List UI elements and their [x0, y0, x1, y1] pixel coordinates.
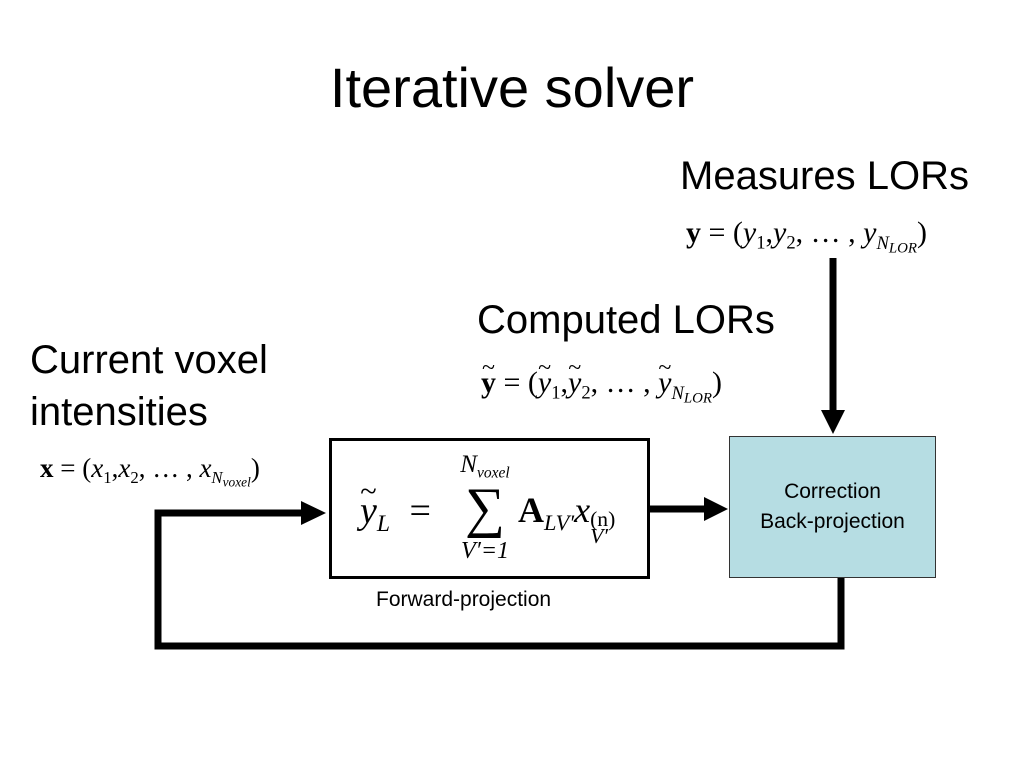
slide-title: Iterative solver [329, 56, 695, 119]
sum-lower-limit: V′=1 [460, 538, 510, 564]
correction-label: Correction [784, 479, 881, 503]
feedback-arrowhead [301, 501, 326, 525]
backprojection-label: Back-projection [760, 510, 905, 533]
measured-lors-heading: Measures LORs [680, 154, 969, 198]
measured-arrowhead [821, 410, 845, 434]
forward-rhs: ALV′x(n)V′ [518, 490, 616, 548]
measured-vector-symbol: y [686, 216, 701, 249]
forward-projection-box [329, 438, 650, 579]
voxel-vector-symbol: x [40, 453, 54, 483]
measured-lors-equation: y = (y1,y2, … , yNLOR) [686, 216, 928, 257]
feedback-loop-line [154, 509, 845, 650]
computed-lors-equation: y = (y1,y2, … , yNLOR) [481, 356, 722, 406]
current-voxel-equation: x = (x1,x2, … , xNvoxel) [40, 453, 260, 490]
correction-backprojection-box: Correction Back-projection [729, 436, 936, 578]
sum-upper-limit: Nvoxel [460, 451, 510, 482]
forward-lhs: yL = [360, 476, 431, 536]
computed-vector-symbol: y [481, 356, 496, 398]
current-voxel-heading: Current voxel intensities [30, 338, 268, 434]
summation-symbol: ∑ [465, 477, 505, 539]
forward-projection-caption: Forward-projection [376, 588, 552, 611]
computed-lors-heading: Computed LORs [477, 298, 775, 342]
forward-arrowhead [704, 497, 728, 521]
